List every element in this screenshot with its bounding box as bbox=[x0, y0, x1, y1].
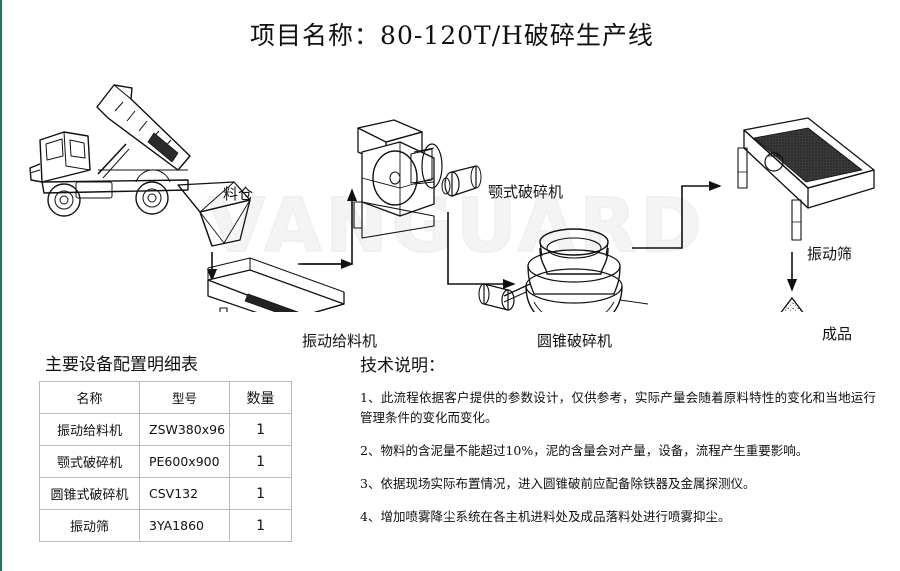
cell-name: 颚式破碎机 bbox=[39, 445, 140, 478]
note-item: 3、依据现场实际布置情况，进入圆锥破前应配备除铁器及金属探测仪。 bbox=[360, 476, 756, 491]
cell-model: ZSW380x96 bbox=[138, 413, 231, 446]
arrow-feeder-to-jaw bbox=[302, 188, 358, 265]
cell-model: 3YA1860 bbox=[138, 509, 231, 542]
notes-heading: 技术说明： bbox=[360, 356, 445, 376]
table-header-row: 名称 型号 数量 bbox=[39, 381, 293, 414]
jaw-crusher-illustration bbox=[353, 119, 482, 239]
flow-label-cone-crusher: 圆锥破碎机 bbox=[537, 332, 613, 350]
vibrating-screen-illustration bbox=[737, 117, 875, 241]
arrow-cone-to-screen bbox=[632, 180, 722, 249]
cell-name: 圆锥式破碎机 bbox=[39, 477, 140, 510]
process-flow-diagram: 料仓 颚式破碎机 振动给料机 圆锥破碎机 振动筛 成品 bbox=[2, 52, 900, 350]
cell-model: PE600x900 bbox=[138, 445, 231, 478]
cell-name: 振动给料机 bbox=[39, 413, 140, 446]
table-row: 振动筛 3YA1860 1 bbox=[39, 509, 293, 542]
flow-label-vibrating-feeder: 振动给料机 bbox=[302, 332, 378, 350]
cell-name: 振动筛 bbox=[39, 509, 140, 542]
cell-model: CSV132 bbox=[138, 477, 231, 510]
note-item: 4、增加喷雾降尘系统在各主机进料处及成品落料处进行喷雾抑尘。 bbox=[360, 509, 731, 524]
cone-crusher-illustration bbox=[478, 228, 649, 312]
spec-table-heading: 主要设备配置明细表 bbox=[45, 355, 198, 375]
table-row: 圆锥式破碎机 CSV132 1 bbox=[39, 477, 293, 510]
notes-list: 1、此流程依据客户提供的参数设计，仅供参考，实际产量会随着原料特性的变化和当地运… bbox=[360, 388, 876, 540]
column-header-name: 名称 bbox=[39, 381, 140, 414]
cone-motor bbox=[478, 283, 515, 311]
table-row: 颚式破碎机 PE600x900 1 bbox=[39, 445, 293, 478]
page-title: 项目名称：80-120T/H破碎生产线 bbox=[250, 21, 654, 50]
vibrating-feeder-illustration bbox=[207, 257, 345, 312]
cell-qty: 1 bbox=[229, 445, 293, 478]
dump-truck-illustration bbox=[29, 84, 191, 217]
cell-qty: 1 bbox=[229, 509, 293, 542]
flow-label-hopper: 料仓 bbox=[223, 185, 254, 203]
flow-label-jaw-crusher: 颚式破碎机 bbox=[488, 183, 564, 201]
cell-qty: 1 bbox=[229, 477, 293, 510]
flow-label-finished-product: 成品 bbox=[822, 325, 853, 343]
column-header-model: 型号 bbox=[138, 381, 231, 414]
arrow-jaw-to-cone bbox=[447, 212, 516, 290]
product-pile-illustration bbox=[780, 296, 804, 312]
note-item: 1、此流程依据客户提供的参数设计，仅供参考，实际产量会随着原料特性的变化和当地运… bbox=[360, 390, 876, 425]
note-item: 2、物料的含泥量不能超过10%，泥的含量会对产量，设备，流程产生重要影响。 bbox=[360, 443, 809, 458]
flow-label-vibrating-screen: 振动筛 bbox=[807, 245, 853, 263]
spec-table: 名称 型号 数量 振动给料机 ZSW380x96 1 颚式破碎机 PE600x9… bbox=[39, 381, 293, 542]
jaw-motor bbox=[441, 165, 482, 197]
cell-qty: 1 bbox=[229, 413, 293, 446]
table-row: 振动给料机 ZSW380x96 1 bbox=[39, 413, 293, 446]
column-header-qty: 数量 bbox=[229, 381, 293, 414]
hopper-illustration bbox=[177, 181, 251, 247]
